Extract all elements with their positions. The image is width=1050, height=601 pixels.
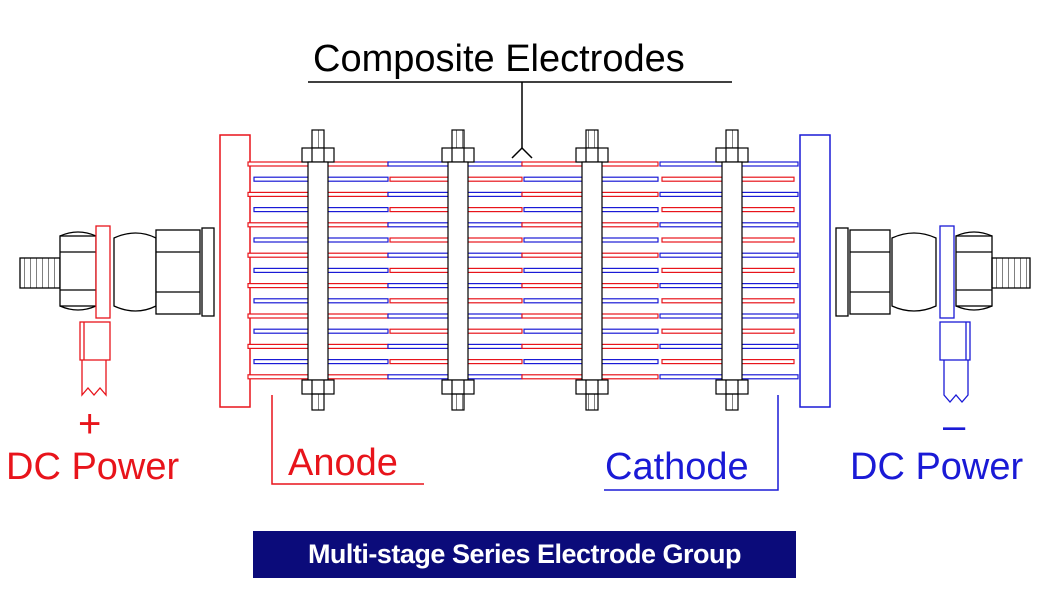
cathode-label: Cathode [605, 446, 749, 488]
cathode-bracket [604, 395, 779, 491]
positive-symbol: + [78, 402, 102, 446]
tie-rod [575, 129, 609, 411]
caption-text: Multi-stage Series Electrode Group [307, 539, 742, 569]
positive-end-plate [219, 134, 251, 408]
anode-bracket [271, 395, 424, 485]
diagram-title: Composite Electrodes [313, 38, 685, 80]
negative-end-plate [799, 134, 831, 408]
tie-rods [301, 129, 749, 411]
negative-symbol: – [943, 404, 966, 448]
negative-terminal [835, 225, 1031, 403]
tie-rod [441, 129, 475, 411]
anode-label: Anode [288, 442, 398, 484]
title-leader [308, 81, 732, 159]
tie-rod [301, 129, 335, 411]
caption-banner: Multi-stage Series Electrode Group [253, 531, 796, 578]
composite-electrode-plates [247, 161, 799, 380]
tie-rod [715, 129, 749, 411]
positive-terminal [19, 225, 215, 397]
dc-power-negative-label: DC Power [850, 446, 1024, 488]
dc-power-positive-label: DC Power [6, 446, 180, 488]
